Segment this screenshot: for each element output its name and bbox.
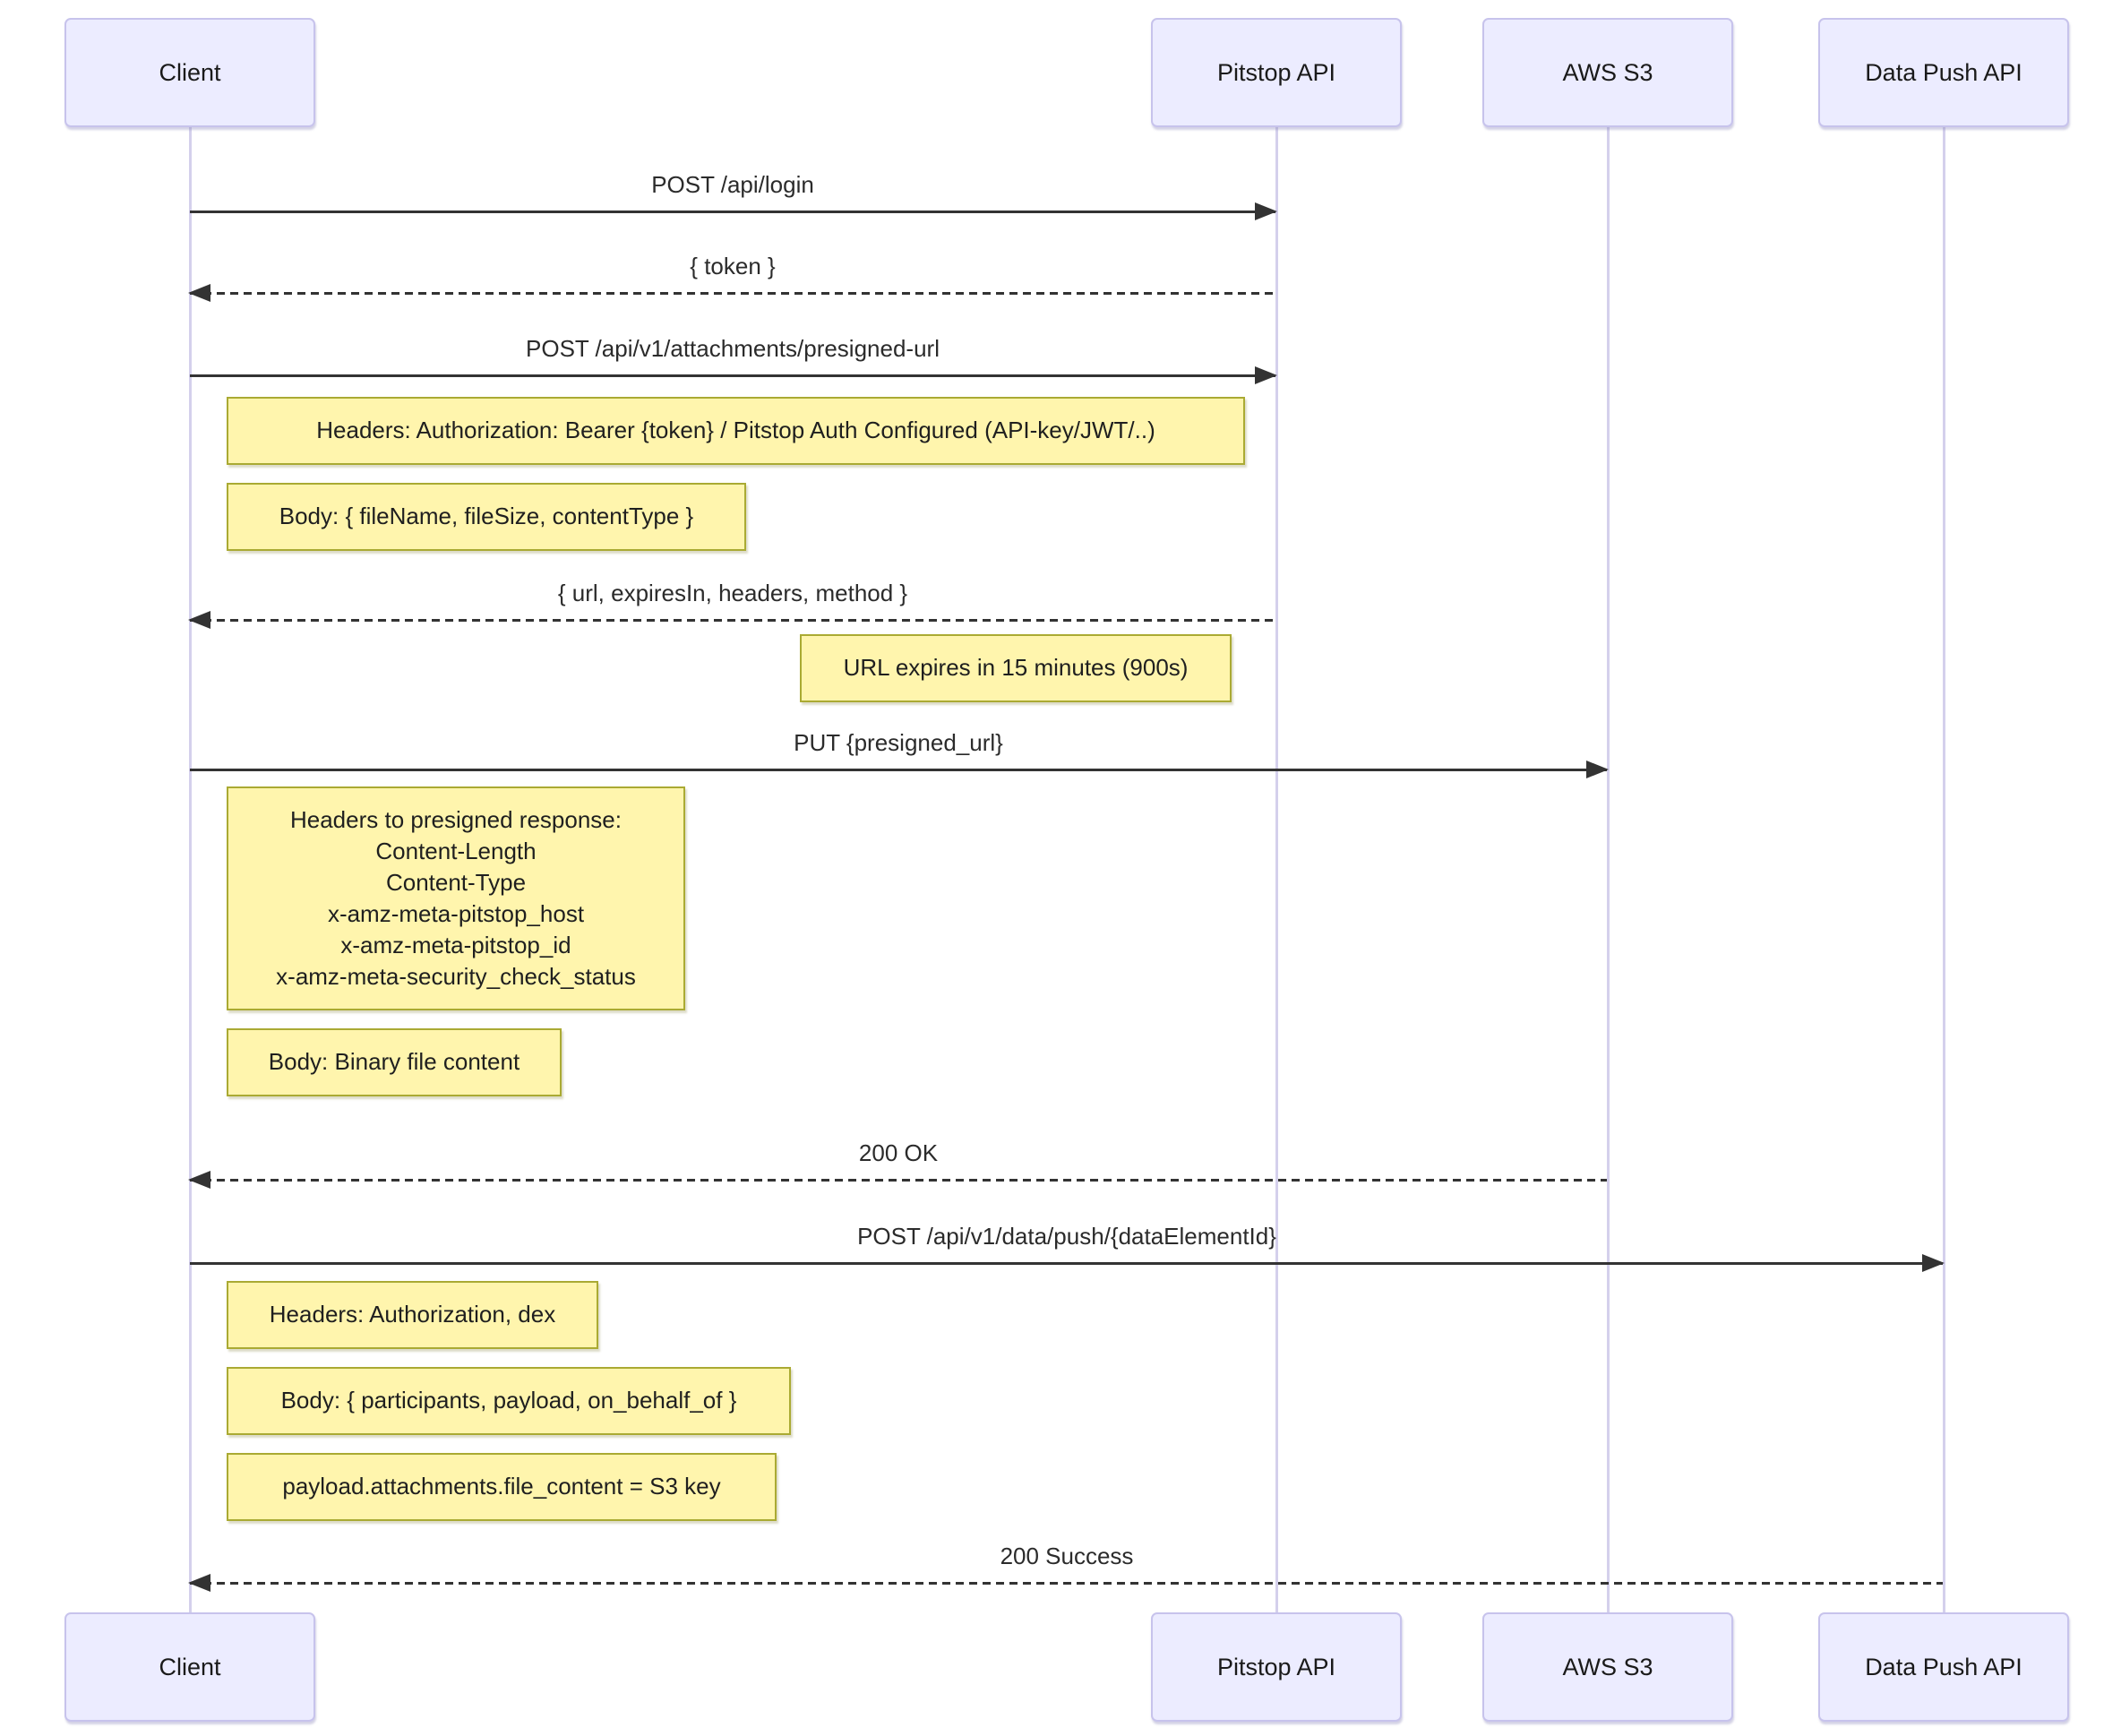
actor-label: Client [159,58,221,86]
actor-label: AWS S3 [1562,58,1653,86]
actor-label: Pitstop API [1216,1653,1336,1680]
note: Headers: Authorization: Bearer {token} /… [227,397,1245,465]
message-arrow-dashed [188,1171,1607,1189]
note: Headers to presigned response: Content-L… [227,786,685,1010]
message-arrow-dashed [188,1574,1943,1592]
message-label: { token } [690,253,776,279]
lifeline-client [189,127,192,1614]
message-label: { url, expiresIn, headers, method } [557,580,908,606]
actor-aws-s3-top: AWS S3 [1482,18,1733,127]
arrowhead-left-icon [188,284,210,302]
actor-client-bottom: Client [64,1612,315,1722]
note: Headers: Authorization, dex [227,1281,598,1349]
message-arrow-solid [190,202,1277,220]
actor-label: Data Push API [1865,58,2022,86]
actor-label: Client [159,1653,221,1680]
lifeline-data-push-api [1943,127,1945,1614]
note: Body: { participants, payload, on_behalf… [227,1367,791,1435]
lifeline-aws-s3 [1607,127,1610,1614]
actor-label: Pitstop API [1216,58,1336,86]
message-arrow-dashed [188,611,1275,629]
lifeline-pitstop-api [1275,127,1278,1614]
arrowhead-right-icon [1255,202,1277,220]
message-arrow-solid [190,366,1277,384]
actor-label: Data Push API [1865,1653,2022,1680]
note: URL expires in 15 minutes (900s) [800,634,1232,702]
message-label: POST /api/v1/data/push/{dataElementId} [857,1223,1276,1250]
arrowhead-left-icon [188,1574,210,1592]
actor-client-top: Client [64,18,315,127]
message-label: 200 OK [858,1139,939,1166]
actor-aws-s3-bottom: AWS S3 [1482,1612,1733,1722]
actor-pitstop-api-bottom: Pitstop API [1151,1612,1402,1722]
arrowhead-right-icon [1586,761,1609,778]
actor-pitstop-api-top: Pitstop API [1151,18,1402,127]
arrowhead-left-icon [188,611,210,629]
actor-data-push-api-top: Data Push API [1818,18,2069,127]
message-label: POST /api/login [651,171,814,198]
note: Body: { fileName, fileSize, contentType … [227,483,746,551]
arrowhead-right-icon [1255,366,1277,384]
arrowhead-left-icon [188,1171,210,1189]
message-arrow-solid [190,761,1609,778]
message-arrow-dashed [188,284,1275,302]
arrowhead-right-icon [1922,1254,1945,1272]
note: payload.attachments.file_content = S3 ke… [227,1453,777,1521]
message-label: POST /api/v1/attachments/presigned-url [526,335,940,362]
message-arrow-solid [190,1254,1945,1272]
message-label: 200 Success [1000,1543,1134,1569]
actor-data-push-api-bottom: Data Push API [1818,1612,2069,1722]
message-label: PUT {presigned_url} [794,729,1003,756]
actor-label: AWS S3 [1562,1653,1653,1680]
note: Body: Binary file content [227,1028,562,1096]
